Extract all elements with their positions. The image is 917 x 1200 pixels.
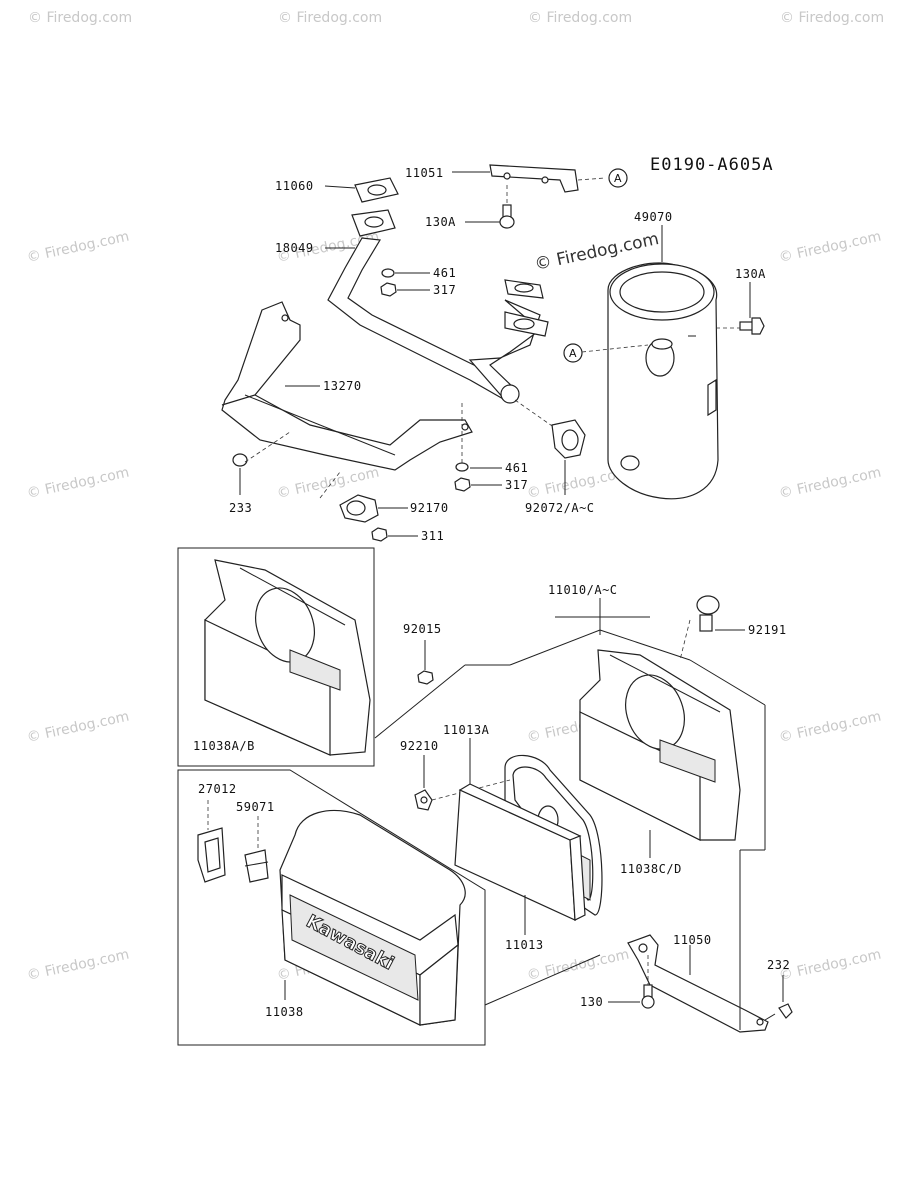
watermark-text: © Firedog.com bbox=[276, 465, 381, 502]
part-130a-bolt bbox=[499, 204, 515, 229]
watermark-text: © Firedog.com bbox=[26, 465, 131, 502]
label-11060: 11060 bbox=[275, 179, 314, 193]
reference-marker-a-label: A bbox=[614, 172, 622, 185]
part-130-bolt bbox=[641, 984, 655, 1009]
part-13270-bracket bbox=[221, 301, 473, 471]
label-232: 232 bbox=[767, 958, 790, 972]
label-317-mid: 317 bbox=[505, 478, 528, 492]
part-18049-exhaust-pipe bbox=[327, 209, 549, 404]
label-461-mid: 461 bbox=[505, 461, 528, 475]
watermark-text: © Firedog.com bbox=[26, 229, 131, 266]
part-92015-nut bbox=[417, 670, 434, 685]
part-233-bolt bbox=[232, 453, 248, 467]
inset-box-11038 bbox=[177, 769, 486, 1046]
part-232-screw bbox=[764, 1003, 793, 1021]
label-317-top: 317 bbox=[433, 283, 456, 297]
label-92015: 92015 bbox=[403, 622, 442, 636]
diagram-code: E0190-A605A bbox=[650, 155, 774, 175]
watermark-text: © Firedog.com bbox=[26, 709, 131, 746]
part-11038-cover: Kawasaki bbox=[279, 809, 466, 1026]
label-11013: 11013 bbox=[505, 938, 544, 952]
label-18049: 18049 bbox=[275, 241, 314, 255]
part-461-lock-washer-mid bbox=[455, 462, 469, 472]
label-11038ab: 11038A/B bbox=[193, 739, 255, 753]
label-130a-right: 130A bbox=[735, 267, 766, 281]
part-92210-wing-nut bbox=[414, 789, 433, 811]
label-11013a: 11013A bbox=[443, 723, 490, 737]
label-130-bottom: 130 bbox=[580, 995, 603, 1009]
part-461-lock-washer bbox=[381, 268, 395, 278]
part-92170-clamp bbox=[339, 494, 379, 523]
part-59071-latch bbox=[244, 849, 269, 883]
label-130a-top: 130A bbox=[425, 215, 456, 229]
reference-marker-a bbox=[563, 343, 583, 363]
watermark-text: © Firedog.com bbox=[26, 947, 131, 984]
label-92072: 92072/A~C bbox=[525, 501, 595, 515]
label-27012: 27012 bbox=[198, 782, 237, 796]
label-92191: 92191 bbox=[748, 623, 787, 637]
watermark-text: © Firedog.com bbox=[278, 10, 382, 26]
part-92191-knob bbox=[696, 595, 720, 632]
watermark-text: © Firedog.com bbox=[778, 947, 883, 984]
part-317-nut bbox=[380, 282, 397, 297]
part-11060-gasket bbox=[354, 177, 399, 203]
part-11038cd-base bbox=[579, 649, 741, 841]
label-233: 233 bbox=[229, 501, 252, 515]
label-59071: 59071 bbox=[236, 800, 275, 814]
part-11038ab-base bbox=[204, 559, 371, 756]
label-11038cd: 11038C/D bbox=[620, 862, 682, 876]
inset-box-11038ab bbox=[177, 547, 375, 767]
label-11050: 11050 bbox=[673, 933, 712, 947]
watermark-text: © Firedog.com bbox=[526, 947, 631, 984]
reference-marker-a bbox=[608, 168, 628, 188]
label-11051: 11051 bbox=[405, 166, 444, 180]
label-92170: 92170 bbox=[410, 501, 449, 515]
part-317-nut-mid bbox=[454, 477, 471, 492]
part-311-nut bbox=[371, 527, 388, 542]
part-49070-muffler bbox=[607, 262, 719, 500]
part-11050-bracket bbox=[627, 934, 769, 1033]
part-92072-clamp bbox=[551, 419, 586, 459]
label-11010: 11010/A~C bbox=[548, 583, 618, 597]
label-49070: 49070 bbox=[634, 210, 673, 224]
watermark-text: © Firedog.com bbox=[778, 229, 883, 266]
label-11038: 11038 bbox=[265, 1005, 304, 1019]
label-13270: 13270 bbox=[323, 379, 362, 393]
watermark-text: © Firedog.com bbox=[778, 465, 883, 502]
watermark-text: © Firedog.com bbox=[528, 10, 632, 26]
label-311: 311 bbox=[421, 529, 444, 543]
part-11051-bracket bbox=[489, 164, 579, 193]
label-92210: 92210 bbox=[400, 739, 439, 753]
watermark-text: © Firedog.com bbox=[28, 10, 132, 26]
watermark-text: © Firedog.com bbox=[778, 709, 883, 746]
part-27012-clip bbox=[197, 827, 226, 883]
part-130a-bolt-right bbox=[739, 317, 765, 335]
watermark-text: © Firedog.com bbox=[780, 10, 884, 26]
part-11013-prefilter bbox=[454, 783, 586, 921]
label-461-top: 461 bbox=[433, 266, 456, 280]
reference-marker-a-label: A bbox=[569, 347, 577, 360]
